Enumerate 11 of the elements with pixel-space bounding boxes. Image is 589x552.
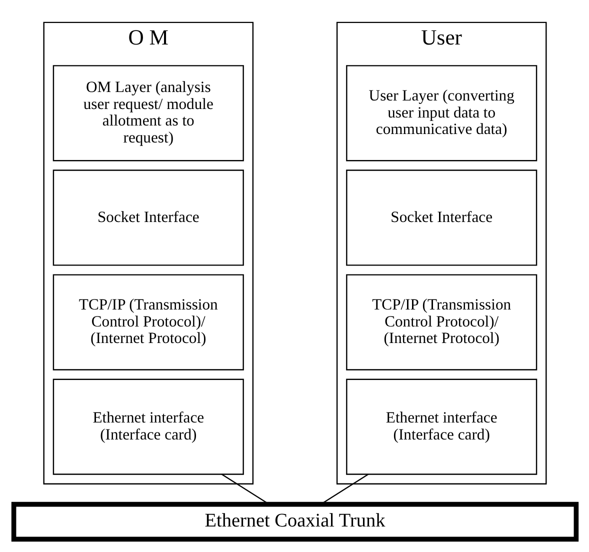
node-box: User Layer (converting user input data to communicative data) — [346, 65, 537, 162]
node-box: OM Layer (analysis user request/ module allotment as to request) — [52, 65, 244, 162]
node-box: TCP/IP (Transmission Control Protocol)/ (Internet Protocol) — [346, 274, 537, 370]
node-box: Socket Interface — [346, 170, 537, 266]
node-box: Socket Interface — [52, 170, 244, 266]
connector — [320, 474, 368, 505]
node-box: Ethernet Coaxial Trunk — [10, 502, 578, 542]
node-box: Ethernet interface (Interface card) — [52, 378, 244, 475]
connector — [220, 474, 269, 505]
node-box: TCP/IP (Transmission Control Protocol)/ (Internet Protocol) — [52, 274, 244, 370]
node-box: Ethernet interface (Interface card) — [346, 378, 537, 475]
